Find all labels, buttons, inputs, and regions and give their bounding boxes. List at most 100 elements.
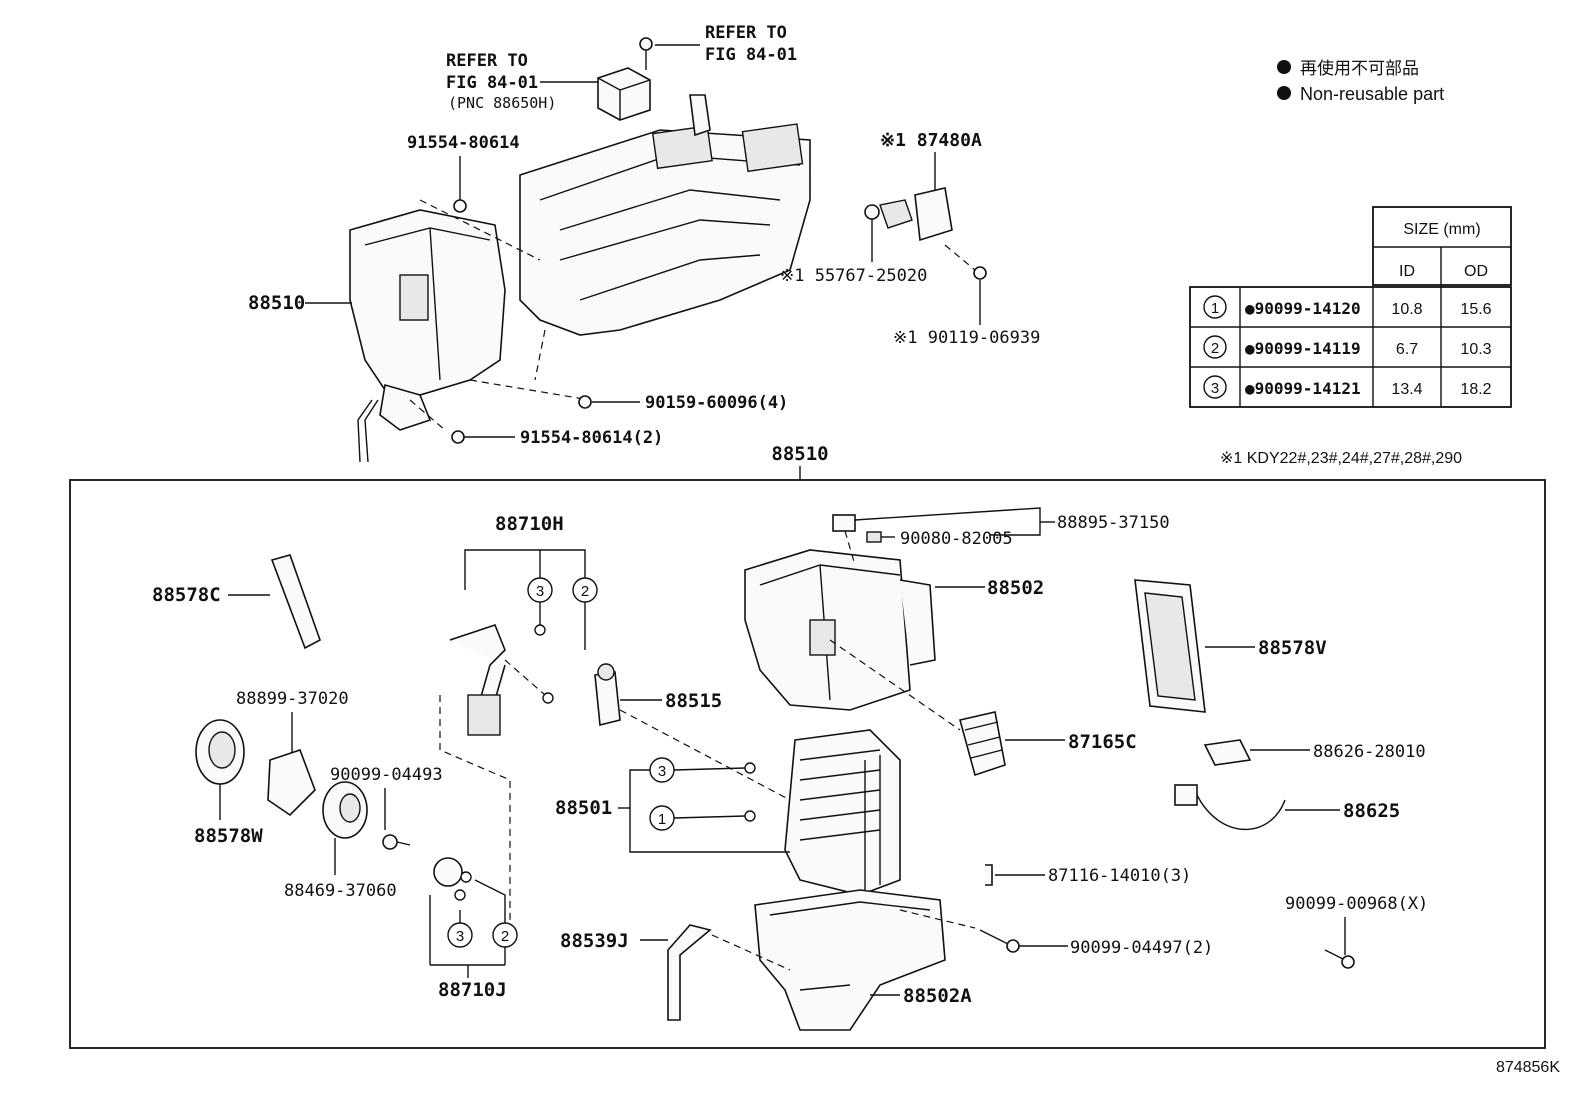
thermistor-icon <box>1203 739 1252 766</box>
refer-to-label: REFER TO <box>446 51 528 71</box>
screw-icon <box>453 199 467 213</box>
part-label: 88578V <box>1258 637 1327 659</box>
size-row-part: ●90099-14119 <box>1245 339 1361 358</box>
svg-text:2: 2 <box>501 928 509 945</box>
exploded-view-frame <box>69 479 1546 1049</box>
svg-text:2: 2 <box>581 583 589 600</box>
size-row-id: 13.4 <box>1391 381 1422 398</box>
size-table-row: 3 ●90099-14121 13.4 18.2 <box>1203 375 1492 399</box>
screw-icon <box>451 430 465 444</box>
exploded-view: 88710H 3 2 88578C 88899-37020 88578W 900… <box>152 507 1428 1031</box>
size-table-row: 2 ●90099-14119 6.7 10.3 <box>1203 335 1492 359</box>
size-row-ref: 1 <box>1211 300 1219 317</box>
size-row-id: 6.7 <box>1396 341 1418 358</box>
seal-strip-icon <box>270 554 321 650</box>
size-row-od: 10.3 <box>1460 341 1491 358</box>
svg-text:3: 3 <box>658 763 666 780</box>
svg-text:3: 3 <box>536 583 544 600</box>
sensor-clip-icon <box>879 199 913 229</box>
duct-outlet-icon <box>651 125 713 170</box>
legend-jp: 再使用不可部品 <box>1300 58 1419 78</box>
refer-to-label-2: REFER TO <box>705 23 787 43</box>
top-assembly: REFER TO FIG 84-01 (PNC 88650H) REFER TO… <box>248 23 1040 463</box>
wire-harness-icon <box>1196 794 1286 831</box>
o-ring-icon <box>534 624 546 636</box>
size-row-ref: 3 <box>1211 380 1219 397</box>
legend: 再使用不可部品 Non-reusable part <box>1277 58 1444 104</box>
size-row-part: ●90099-14120 <box>1245 299 1361 318</box>
part-label: 88895-37150 <box>1057 513 1170 533</box>
size-table-col-id: ID <box>1399 263 1415 280</box>
callout-circle <box>1203 295 1227 319</box>
part-label: 90159-60096(4) <box>645 393 788 413</box>
part-label: 90099-04493 <box>330 765 443 785</box>
bracket-icon <box>689 94 711 137</box>
legend-en: Non-reusable part <box>1300 84 1444 104</box>
part-label: 88710J <box>438 979 507 1001</box>
size-table-col-od: OD <box>1464 263 1488 280</box>
figure-id: 874856K <box>1496 1059 1560 1076</box>
refer-fig-label: FIG 84-01 <box>446 73 538 93</box>
control-module-icon <box>597 67 651 121</box>
o-ring-icon <box>460 871 472 883</box>
callout-circle <box>1203 335 1227 359</box>
size-row-od: 18.2 <box>1460 381 1491 398</box>
pnc-label: (PNC 88650H) <box>448 94 556 112</box>
footnote: ※1 KDY22#,23#,24#,27#,28#,290 <box>1220 450 1462 467</box>
size-row-id: 10.8 <box>1391 301 1422 318</box>
part-label: 88539J <box>560 930 629 952</box>
svg-text:3: 3 <box>456 928 464 945</box>
part-label: 88626-28010 <box>1313 742 1426 762</box>
part-label: 88578C <box>152 584 221 606</box>
size-row-od: 15.6 <box>1460 301 1491 318</box>
screw-icon <box>639 37 653 51</box>
screw-icon <box>973 266 987 280</box>
bolt-icon <box>382 834 398 850</box>
part-label: 88502A <box>903 985 972 1007</box>
connector-icon <box>832 514 856 532</box>
part-label: 88899-37020 <box>236 689 349 709</box>
legend-bullet-icon <box>1277 60 1291 74</box>
o-ring-icon <box>454 889 466 901</box>
part-label: 88625 <box>1343 800 1400 822</box>
grommet-clip-icon <box>267 748 316 817</box>
screw-icon <box>1006 939 1020 953</box>
part-label: ※1 55767-25020 <box>780 266 927 286</box>
part-label: 90080-82005 <box>900 529 1013 549</box>
part-label: 88469-37060 <box>284 881 397 901</box>
part-label: 88510 <box>771 443 828 465</box>
duct-outlet-icon <box>741 123 804 173</box>
screw-icon <box>578 395 592 409</box>
drain-hose-icon <box>379 383 432 431</box>
callout-circle <box>572 577 598 603</box>
svg-text:1: 1 <box>658 811 666 828</box>
part-label: 88510 <box>248 292 305 314</box>
size-row-part: ●90099-14121 <box>1245 379 1361 398</box>
harness-connector-icon <box>1174 784 1198 806</box>
part-label: 91554-80614 <box>407 133 520 153</box>
part-label: 90099-04497(2) <box>1070 938 1213 958</box>
case-window-icon <box>809 619 836 656</box>
fitting-icon <box>433 857 463 887</box>
o-ring-icon <box>542 692 554 704</box>
part-label: ※1 90119-06939 <box>893 328 1040 348</box>
part-label: 87165C <box>1068 731 1137 753</box>
refer-fig-label-2: FIG 84-01 <box>705 45 797 65</box>
terminal-icon <box>866 531 882 543</box>
sensor-module-icon <box>914 187 953 242</box>
legend-bullet-icon <box>1277 86 1291 100</box>
callout-circle <box>492 922 518 948</box>
screw-icon <box>1341 955 1355 969</box>
size-row-ref: 2 <box>1211 340 1219 357</box>
part-label: ※1 87480A <box>880 130 982 151</box>
clip-icon <box>985 864 993 886</box>
part-label: 87116-14010(3) <box>1048 866 1191 886</box>
callout-circle <box>1203 375 1227 399</box>
pipe-block-icon <box>467 694 501 736</box>
size-table-header: SIZE (mm) <box>1403 221 1480 238</box>
cooling-unit-window-icon <box>399 274 429 321</box>
part-label: 88501 <box>555 797 612 819</box>
blower-resistor-icon <box>959 711 1006 777</box>
part-label: 88710H <box>495 513 564 535</box>
